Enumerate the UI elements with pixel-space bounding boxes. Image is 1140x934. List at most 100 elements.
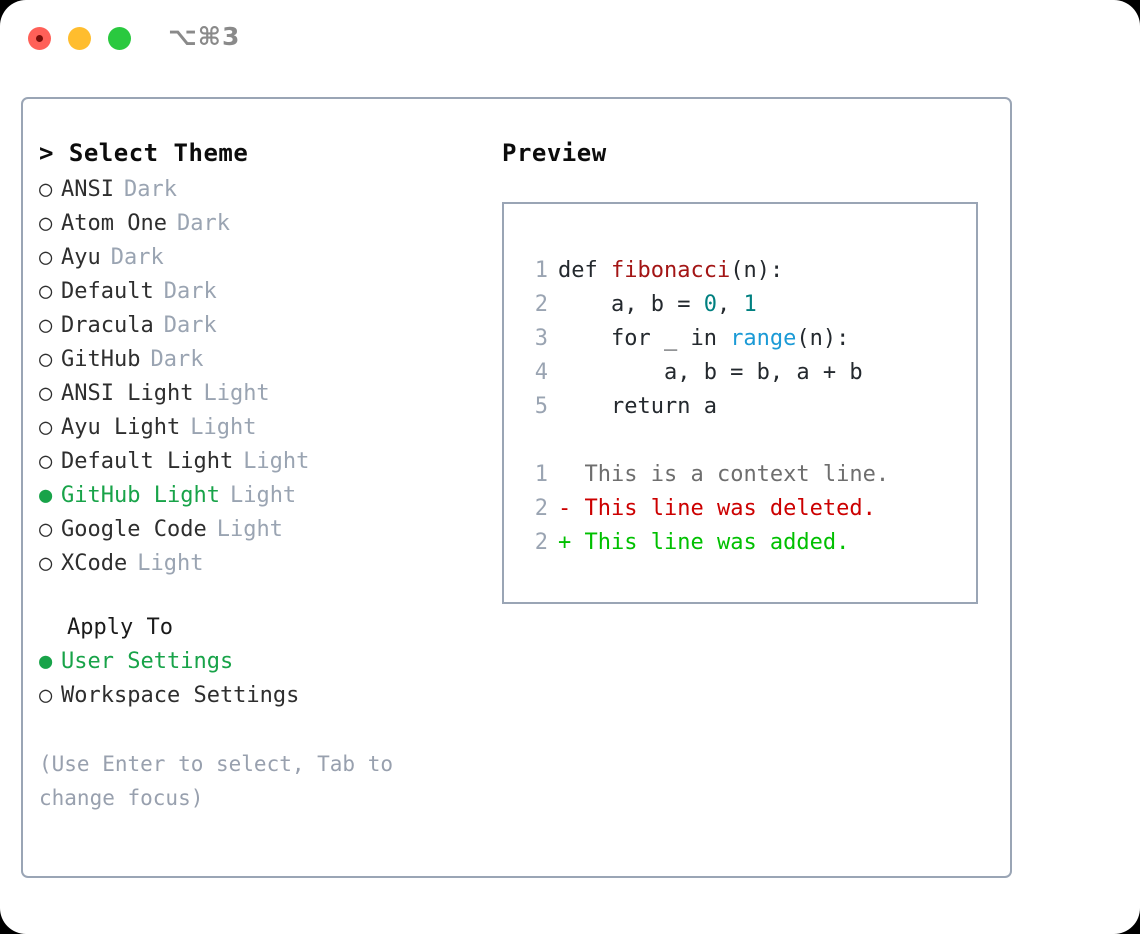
- line-number: 2: [534, 292, 548, 317]
- code-token-plain: ,: [716, 292, 744, 317]
- code-line: 4 a, b = b, a + b: [522, 356, 976, 390]
- title-bar: ⌥⌘3: [0, 0, 1140, 78]
- diff-marker: +: [558, 530, 585, 555]
- radio-unselected-icon: ○: [39, 211, 53, 236]
- diff-sample: 1 This is a context line.2- This line wa…: [522, 458, 976, 560]
- keyboard-shortcut-label: ⌥⌘3: [168, 22, 241, 51]
- diff-text: This line was added.: [584, 530, 850, 555]
- code-line: 3 for _ in range(n):: [522, 322, 976, 356]
- apply-to-option-user-settings[interactable]: ● User Settings: [39, 645, 479, 679]
- line-number: 3: [534, 326, 548, 351]
- code-token-call: range: [730, 326, 797, 351]
- diff-text: This line was deleted.: [584, 496, 876, 521]
- code-token-fn: fibonacci: [610, 258, 731, 283]
- code-token-plain: (n):: [730, 258, 784, 283]
- theme-option-kind: Light: [190, 415, 257, 440]
- theme-option-label: XCode: [61, 551, 128, 576]
- theme-option-kind: Dark: [123, 177, 177, 202]
- theme-option-default[interactable]: ○ Default Dark: [39, 275, 479, 309]
- diff-marker: [558, 458, 585, 492]
- code-line-content: a, b = 0, 1: [558, 288, 757, 322]
- line-number: 1: [534, 462, 548, 487]
- theme-option-ayu[interactable]: ○ Ayu Dark: [39, 241, 479, 275]
- theme-option-kind: Light: [216, 517, 283, 542]
- code-token-plain: for _ in: [558, 326, 731, 351]
- code-token-plain: (n):: [796, 326, 850, 351]
- theme-option-kind: Light: [137, 551, 204, 576]
- apply-to-section: Apply To ● User Settings ○ Workspace Settin…: [39, 611, 479, 713]
- minimize-window-button[interactable]: [68, 27, 91, 50]
- diff-line-ctx: 1 This is a context line.: [522, 458, 976, 492]
- preview-header: Preview: [502, 139, 607, 167]
- apply-to-option-label: User Settings: [61, 649, 234, 674]
- theme-option-kind: Dark: [150, 347, 204, 372]
- line-number: 5: [534, 394, 548, 419]
- code-token-num: 1: [743, 292, 757, 317]
- theme-option-kind: Dark: [110, 245, 164, 270]
- line-number: 2: [534, 530, 548, 555]
- theme-option-kind: Dark: [163, 313, 217, 338]
- apply-to-title: Apply To: [67, 615, 173, 640]
- radio-selected-icon: ●: [39, 483, 53, 508]
- code-line-content: for _ in range(n):: [558, 322, 849, 356]
- radio-unselected-icon: ○: [39, 279, 53, 304]
- code-line: 5 return a: [522, 390, 976, 424]
- radio-selected-icon: ●: [39, 649, 53, 674]
- line-number: 1: [534, 258, 548, 283]
- line-number: 2: [534, 496, 548, 521]
- theme-option-dracula[interactable]: ○ Dracula Dark: [39, 309, 479, 343]
- theme-option-google-code[interactable]: ○ Google Code Light: [39, 513, 479, 547]
- radio-unselected-icon: ○: [39, 381, 53, 406]
- radio-unselected-icon: ○: [39, 347, 53, 372]
- diff-marker: -: [558, 496, 585, 521]
- diff-text: This is a context line.: [584, 462, 890, 487]
- radio-unselected-icon: ○: [39, 245, 53, 270]
- theme-option-kind: Dark: [163, 279, 217, 304]
- theme-option-label: Default: [61, 279, 154, 304]
- keyboard-hint-text: (Use Enter to select, Tab to change focu…: [39, 752, 394, 810]
- theme-option-label: ANSI Light: [61, 381, 194, 406]
- code-line: 1 def fibonacci(n):: [522, 254, 976, 288]
- theme-option-atom-one[interactable]: ○ Atom One Dark: [39, 207, 479, 241]
- theme-option-ayu-light[interactable]: ○ Ayu Light Light: [39, 411, 479, 445]
- code-line: 2 a, b = 0, 1: [522, 288, 976, 322]
- radio-unselected-icon: ○: [39, 683, 53, 708]
- diff-line-add: 2 + This line was added.: [522, 526, 976, 560]
- apply-to-option-label: Workspace Settings: [61, 683, 300, 708]
- theme-option-label: Ayu Light: [61, 415, 181, 440]
- code-line-content: def fibonacci(n):: [558, 254, 783, 288]
- code-token-num: 0: [703, 292, 717, 317]
- maximize-window-button[interactable]: [108, 27, 131, 50]
- radio-unselected-icon: ○: [39, 313, 53, 338]
- panel-header: > Select Theme: [39, 139, 249, 167]
- theme-option-kind: Light: [243, 449, 310, 474]
- radio-unselected-icon: ○: [39, 415, 53, 440]
- code-line-content: a, b = b, a + b: [558, 356, 863, 390]
- code-token-plain: return a: [558, 394, 717, 419]
- apply-to-option-workspace-settings[interactable]: ○ Workspace Settings: [39, 679, 479, 713]
- theme-option-label: Dracula: [61, 313, 154, 338]
- radio-unselected-icon: ○: [39, 517, 53, 542]
- line-number: 4: [534, 360, 548, 385]
- apply-to-option-list[interactable]: ● User Settings ○ Workspace Settings: [39, 645, 479, 713]
- theme-option-kind: Dark: [176, 211, 230, 236]
- theme-option-label: Google Code: [61, 517, 207, 542]
- theme-option-label: Ayu: [61, 245, 101, 270]
- theme-option-label: Atom One: [61, 211, 167, 236]
- close-window-button[interactable]: [28, 27, 51, 50]
- theme-option-label: Default Light: [61, 449, 234, 474]
- diff-line-del: 2- This line was deleted.: [522, 492, 976, 526]
- code-token-plain: def: [558, 258, 611, 283]
